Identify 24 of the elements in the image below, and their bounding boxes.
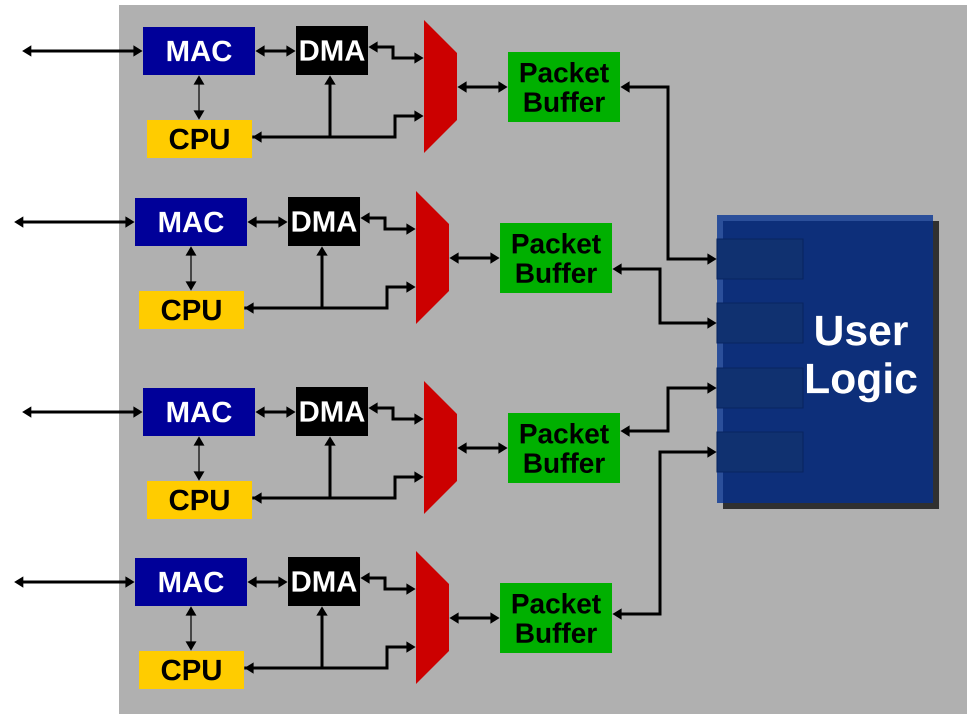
multiplexer-shape — [416, 551, 449, 684]
dma-box: DMA — [296, 26, 368, 75]
packet-buffer-box: Packet Buffer — [508, 413, 620, 483]
dma-box: DMA — [288, 197, 360, 246]
multiplexer-shape — [416, 191, 449, 324]
packet-buffer-box: Packet Buffer — [500, 223, 612, 293]
mac-box: MAC — [143, 27, 255, 75]
dma-box: DMA — [296, 387, 368, 436]
mac-box: MAC — [143, 388, 255, 436]
cpu-box: CPU — [147, 120, 252, 158]
mac-box: MAC — [135, 558, 247, 606]
cpu-box: CPU — [139, 291, 244, 329]
mac-box: MAC — [135, 198, 247, 246]
port-box — [716, 238, 804, 280]
multiplexer-shape — [424, 381, 457, 514]
port-box — [716, 302, 804, 344]
multiplexer-shape — [424, 20, 457, 153]
port-box — [716, 431, 804, 473]
port-box — [716, 367, 804, 409]
cpu-box: CPU — [139, 651, 244, 689]
packet-buffer-box: Packet Buffer — [500, 583, 612, 653]
dma-box: DMA — [288, 557, 360, 606]
packet-buffer-box: Packet Buffer — [508, 52, 620, 122]
cpu-box: CPU — [147, 481, 252, 519]
